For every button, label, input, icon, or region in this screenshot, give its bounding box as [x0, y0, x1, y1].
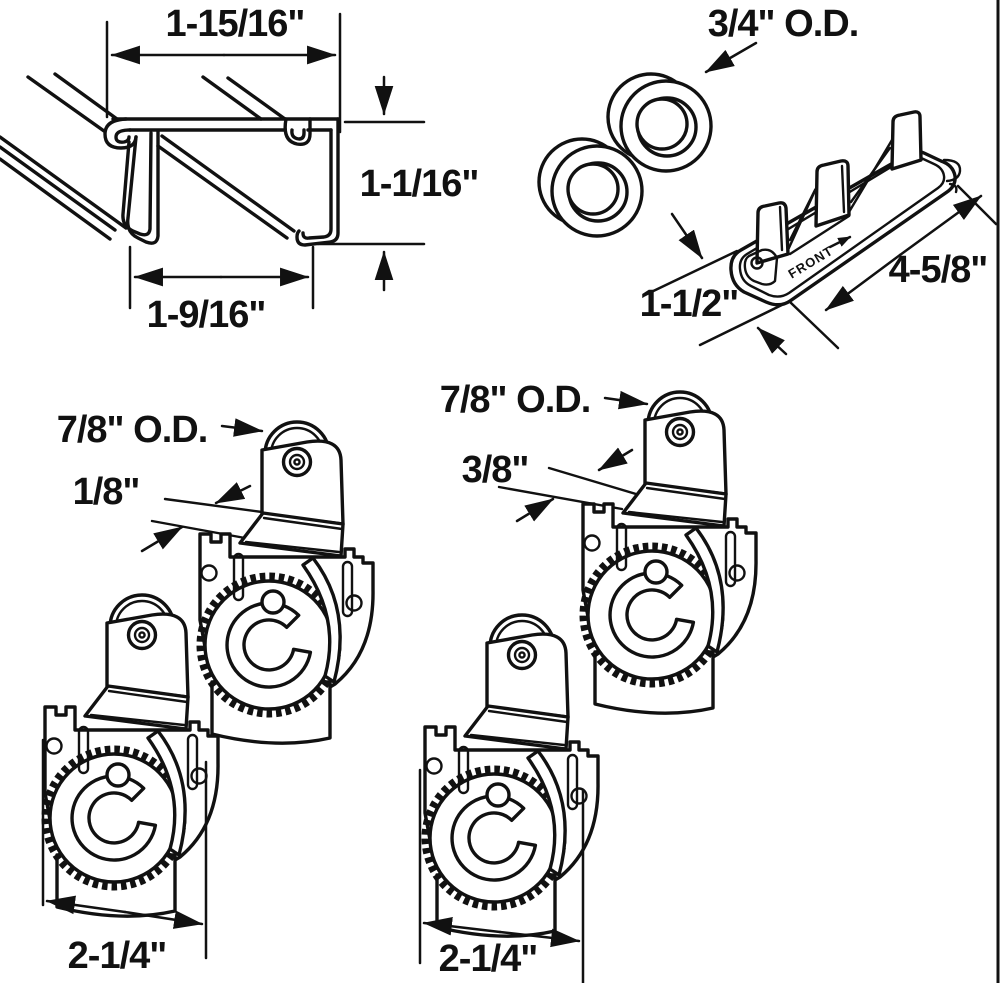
dim-right-roller-offset: 3/8" [462, 449, 529, 491]
track-extrusion-lines [0, 72, 296, 241]
track-profile [103, 117, 340, 247]
dim-left-roller-width: 2-1/4" [68, 935, 167, 977]
dim-guide-length: 4-5/8" [889, 249, 988, 291]
dim-left-roller-od: 7/8" O.D. [57, 409, 208, 451]
dim-track-bottom-width: 1-9/16" [147, 294, 266, 336]
guide-fin-3 [890, 110, 923, 171]
right-roller-callouts: 7/8" O.D. 3/8" 2-1/4" [418, 379, 649, 983]
guide-front-arrow [828, 235, 852, 249]
dim-bushing-od: 3/4" O.D. [708, 3, 859, 45]
dim-guide-width: 1-1/2" [640, 283, 739, 325]
offset-reference-lines [150, 466, 648, 540]
guide-recess [743, 248, 779, 286]
dim-track-height: 1-1/16" [360, 163, 479, 205]
dim-right-roller-od: 7/8" O.D. [440, 379, 591, 421]
dim-right-roller-width: 2-1/4" [439, 938, 538, 980]
guide-screw-hole [750, 256, 764, 270]
track-dimensions: 1-15/16" 1-1/16" 1-9/16" [105, 3, 479, 336]
dim-track-top-width: 1-15/16" [166, 3, 305, 45]
guide-fin-1 [755, 201, 790, 265]
guide-base-outer [729, 149, 957, 307]
floor-guide: FRONT 1-1/2" 4-5/8" [640, 110, 998, 356]
guide-braces [786, 138, 894, 256]
guide-end-tab [942, 158, 962, 194]
dim-left-roller-offset: 1/8" [73, 471, 140, 513]
guide-dimensions: 1-1/2" 4-5/8" [640, 184, 998, 356]
track-cross-section: 1-15/16" 1-1/16" 1-9/16" [0, 3, 479, 336]
left-roller-callouts: 7/8" O.D. 1/8" 2-1/4" [41, 409, 264, 977]
guide-fin-2 [814, 159, 851, 228]
bushing-pair: 3/4" O.D. [537, 3, 859, 238]
